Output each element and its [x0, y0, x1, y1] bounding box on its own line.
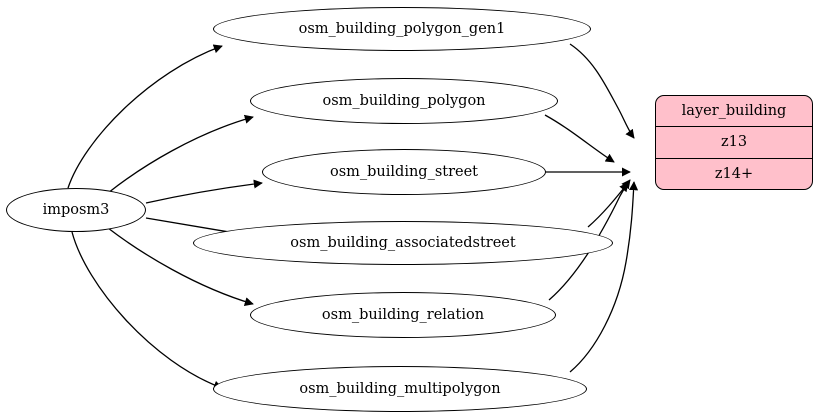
node-label: osm_building_relation [321, 306, 485, 323]
node-label: osm_building_multipolygon [299, 380, 501, 397]
node-label: osm_building_associatedstreet [290, 234, 516, 251]
node-layer-building[interactable]: layer_building z13 z14+ [655, 95, 813, 190]
record-row-z13[interactable]: z13 [656, 126, 812, 157]
node-osm-building-relation[interactable]: osm_building_relation [250, 292, 556, 338]
edge-polygon-to-z14plus [544, 114, 615, 163]
record-row-z14plus[interactable]: z14+ [656, 157, 812, 189]
edge-imposm3-to-multipolygon [71, 231, 223, 390]
edge-relation-to-z14plus [548, 179, 631, 301]
node-osm-building-polygon-gen1[interactable]: osm_building_polygon_gen1 [213, 7, 591, 51]
edge-imposm3-to-polygon-gen1 [67, 44, 223, 189]
record-row-title[interactable]: layer_building [681, 103, 787, 120]
node-label: osm_building_polygon [322, 92, 486, 109]
node-osm-building-associatedstreet[interactable]: osm_building_associatedstreet [193, 221, 613, 265]
edge-multipolygon-to-z14plus [569, 181, 639, 373]
node-label: osm_building_polygon_gen1 [298, 20, 506, 37]
node-label: osm_building_street [329, 163, 479, 180]
node-osm-building-multipolygon[interactable]: osm_building_multipolygon [213, 366, 587, 412]
node-osm-building-polygon[interactable]: osm_building_polygon [250, 78, 558, 124]
node-imposm3[interactable]: imposm3 [6, 188, 146, 232]
node-label: imposm3 [42, 201, 110, 218]
edge-polygon-gen1-to-z13 [569, 43, 635, 139]
edge-imposm3-to-relation [107, 227, 254, 307]
node-osm-building-street[interactable]: osm_building_street [262, 149, 546, 195]
edge-imposm3-to-street [145, 179, 263, 204]
edge-imposm3-to-polygon [107, 114, 254, 194]
